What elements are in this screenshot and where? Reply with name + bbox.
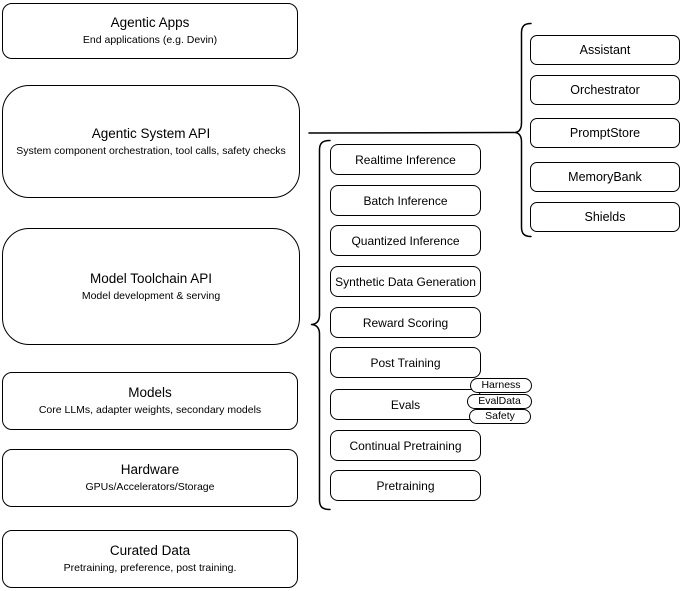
system-api-connector-line	[308, 131, 515, 134]
node-quantized-inference: Quantized Inference	[330, 225, 481, 256]
node-orchestrator: Orchestrator	[530, 75, 680, 105]
pill-safety: Safety	[469, 409, 531, 424]
node-synthetic-data-generation: Synthetic Data Generation	[330, 266, 481, 297]
node-agentic-apps: Agentic Apps End applications (e.g. Devi…	[2, 3, 298, 59]
node-agentic-system-api: Agentic System API System component orch…	[2, 85, 300, 198]
node-shields: Shields	[530, 202, 680, 232]
node-title: Model Toolchain API	[89, 270, 213, 286]
node-title: Curated Data	[109, 543, 191, 558]
node-title: Agentic System API	[91, 125, 211, 141]
node-post-training: Post Training	[330, 347, 481, 378]
node-title: Agentic Apps	[110, 15, 190, 30]
node-realtime-inference: Realtime Inference	[330, 144, 481, 175]
node-memorybank: MemoryBank	[530, 162, 680, 192]
system-components-bracket	[514, 22, 532, 238]
node-assistant: Assistant	[530, 35, 680, 65]
node-batch-inference: Batch Inference	[330, 185, 481, 216]
node-title: Models	[128, 385, 172, 400]
node-subtitle: Model development & serving	[81, 289, 221, 302]
node-subtitle: End applications (e.g. Devin)	[82, 34, 218, 46]
node-subtitle: GPUs/Accelerators/Storage	[85, 481, 215, 493]
node-hardware: Hardware GPUs/Accelerators/Storage	[2, 449, 298, 507]
node-model-toolchain-api: Model Toolchain API Model development & …	[2, 228, 300, 345]
node-continual-pretraining: Continual Pretraining	[330, 430, 481, 461]
node-evals: Evals	[330, 389, 481, 420]
node-pretraining: Pretraining	[330, 470, 481, 501]
pill-evaldata: EvalData	[467, 394, 532, 409]
pill-harness: Harness	[470, 378, 532, 393]
node-subtitle: Pretraining, preference, post training.	[63, 562, 237, 574]
node-subtitle: Core LLMs, adapter weights, secondary mo…	[38, 404, 262, 416]
node-title: Hardware	[120, 462, 180, 477]
node-subtitle: System component orchestration, tool cal…	[16, 144, 286, 157]
node-models: Models Core LLMs, adapter weights, secon…	[2, 372, 298, 430]
node-curated-data: Curated Data Pretraining, preference, po…	[2, 530, 298, 588]
node-promptstore: PromptStore	[530, 118, 680, 148]
toolchain-components-bracket	[310, 139, 331, 511]
node-reward-scoring: Reward Scoring	[330, 307, 481, 338]
